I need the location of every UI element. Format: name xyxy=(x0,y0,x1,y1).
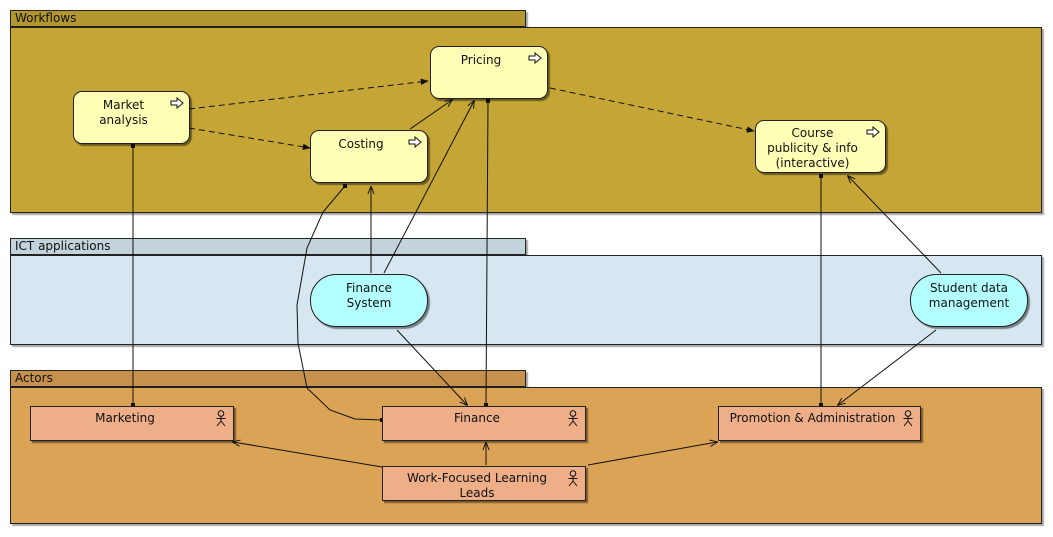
process-label: Costing xyxy=(338,137,384,151)
lane-tab-actors: Actors xyxy=(10,370,526,387)
actor-label: Work-Focused Learning Leads xyxy=(407,471,547,500)
lane-tab-workflows: Workflows xyxy=(10,10,526,27)
actor-work-focused-learning-leads[interactable]: Work-Focused Learning Leads xyxy=(382,466,586,501)
lane-ict-applications xyxy=(10,255,1042,345)
actor-label: Finance xyxy=(454,411,500,425)
actor-icon xyxy=(568,470,578,487)
process-label: Pricing xyxy=(460,53,502,67)
process-course-publicity[interactable]: Course publicity & info (interactive) xyxy=(755,120,886,173)
process-arrow-icon xyxy=(866,126,880,138)
process-arrow-icon xyxy=(170,97,184,109)
actor-label: Promotion & Administration xyxy=(729,411,896,425)
application-label: Finance System xyxy=(346,280,392,310)
actor-icon xyxy=(216,410,226,427)
actor-icon xyxy=(568,410,578,427)
actor-icon xyxy=(903,410,913,427)
process-label: Market analysis xyxy=(99,98,148,127)
application-label: Student data management xyxy=(928,280,1010,310)
actor-marketing[interactable]: Marketing xyxy=(30,406,234,441)
application-student-data[interactable]: Student data management xyxy=(910,274,1028,327)
actor-finance[interactable]: Finance xyxy=(382,406,586,441)
application-finance-system[interactable]: Finance System xyxy=(310,274,428,327)
process-label: Course publicity & info (interactive) xyxy=(767,126,858,170)
process-arrow-icon xyxy=(408,136,422,148)
actor-label: Marketing xyxy=(95,411,155,425)
process-market-analysis[interactable]: Market analysis xyxy=(73,91,190,144)
process-arrow-icon xyxy=(528,52,542,64)
lane-tab-ict-applications: ICT applications xyxy=(10,238,526,255)
actor-promotion-administration[interactable]: Promotion & Administration xyxy=(718,406,921,441)
process-costing[interactable]: Costing xyxy=(310,130,428,183)
process-pricing[interactable]: Pricing xyxy=(430,46,548,99)
